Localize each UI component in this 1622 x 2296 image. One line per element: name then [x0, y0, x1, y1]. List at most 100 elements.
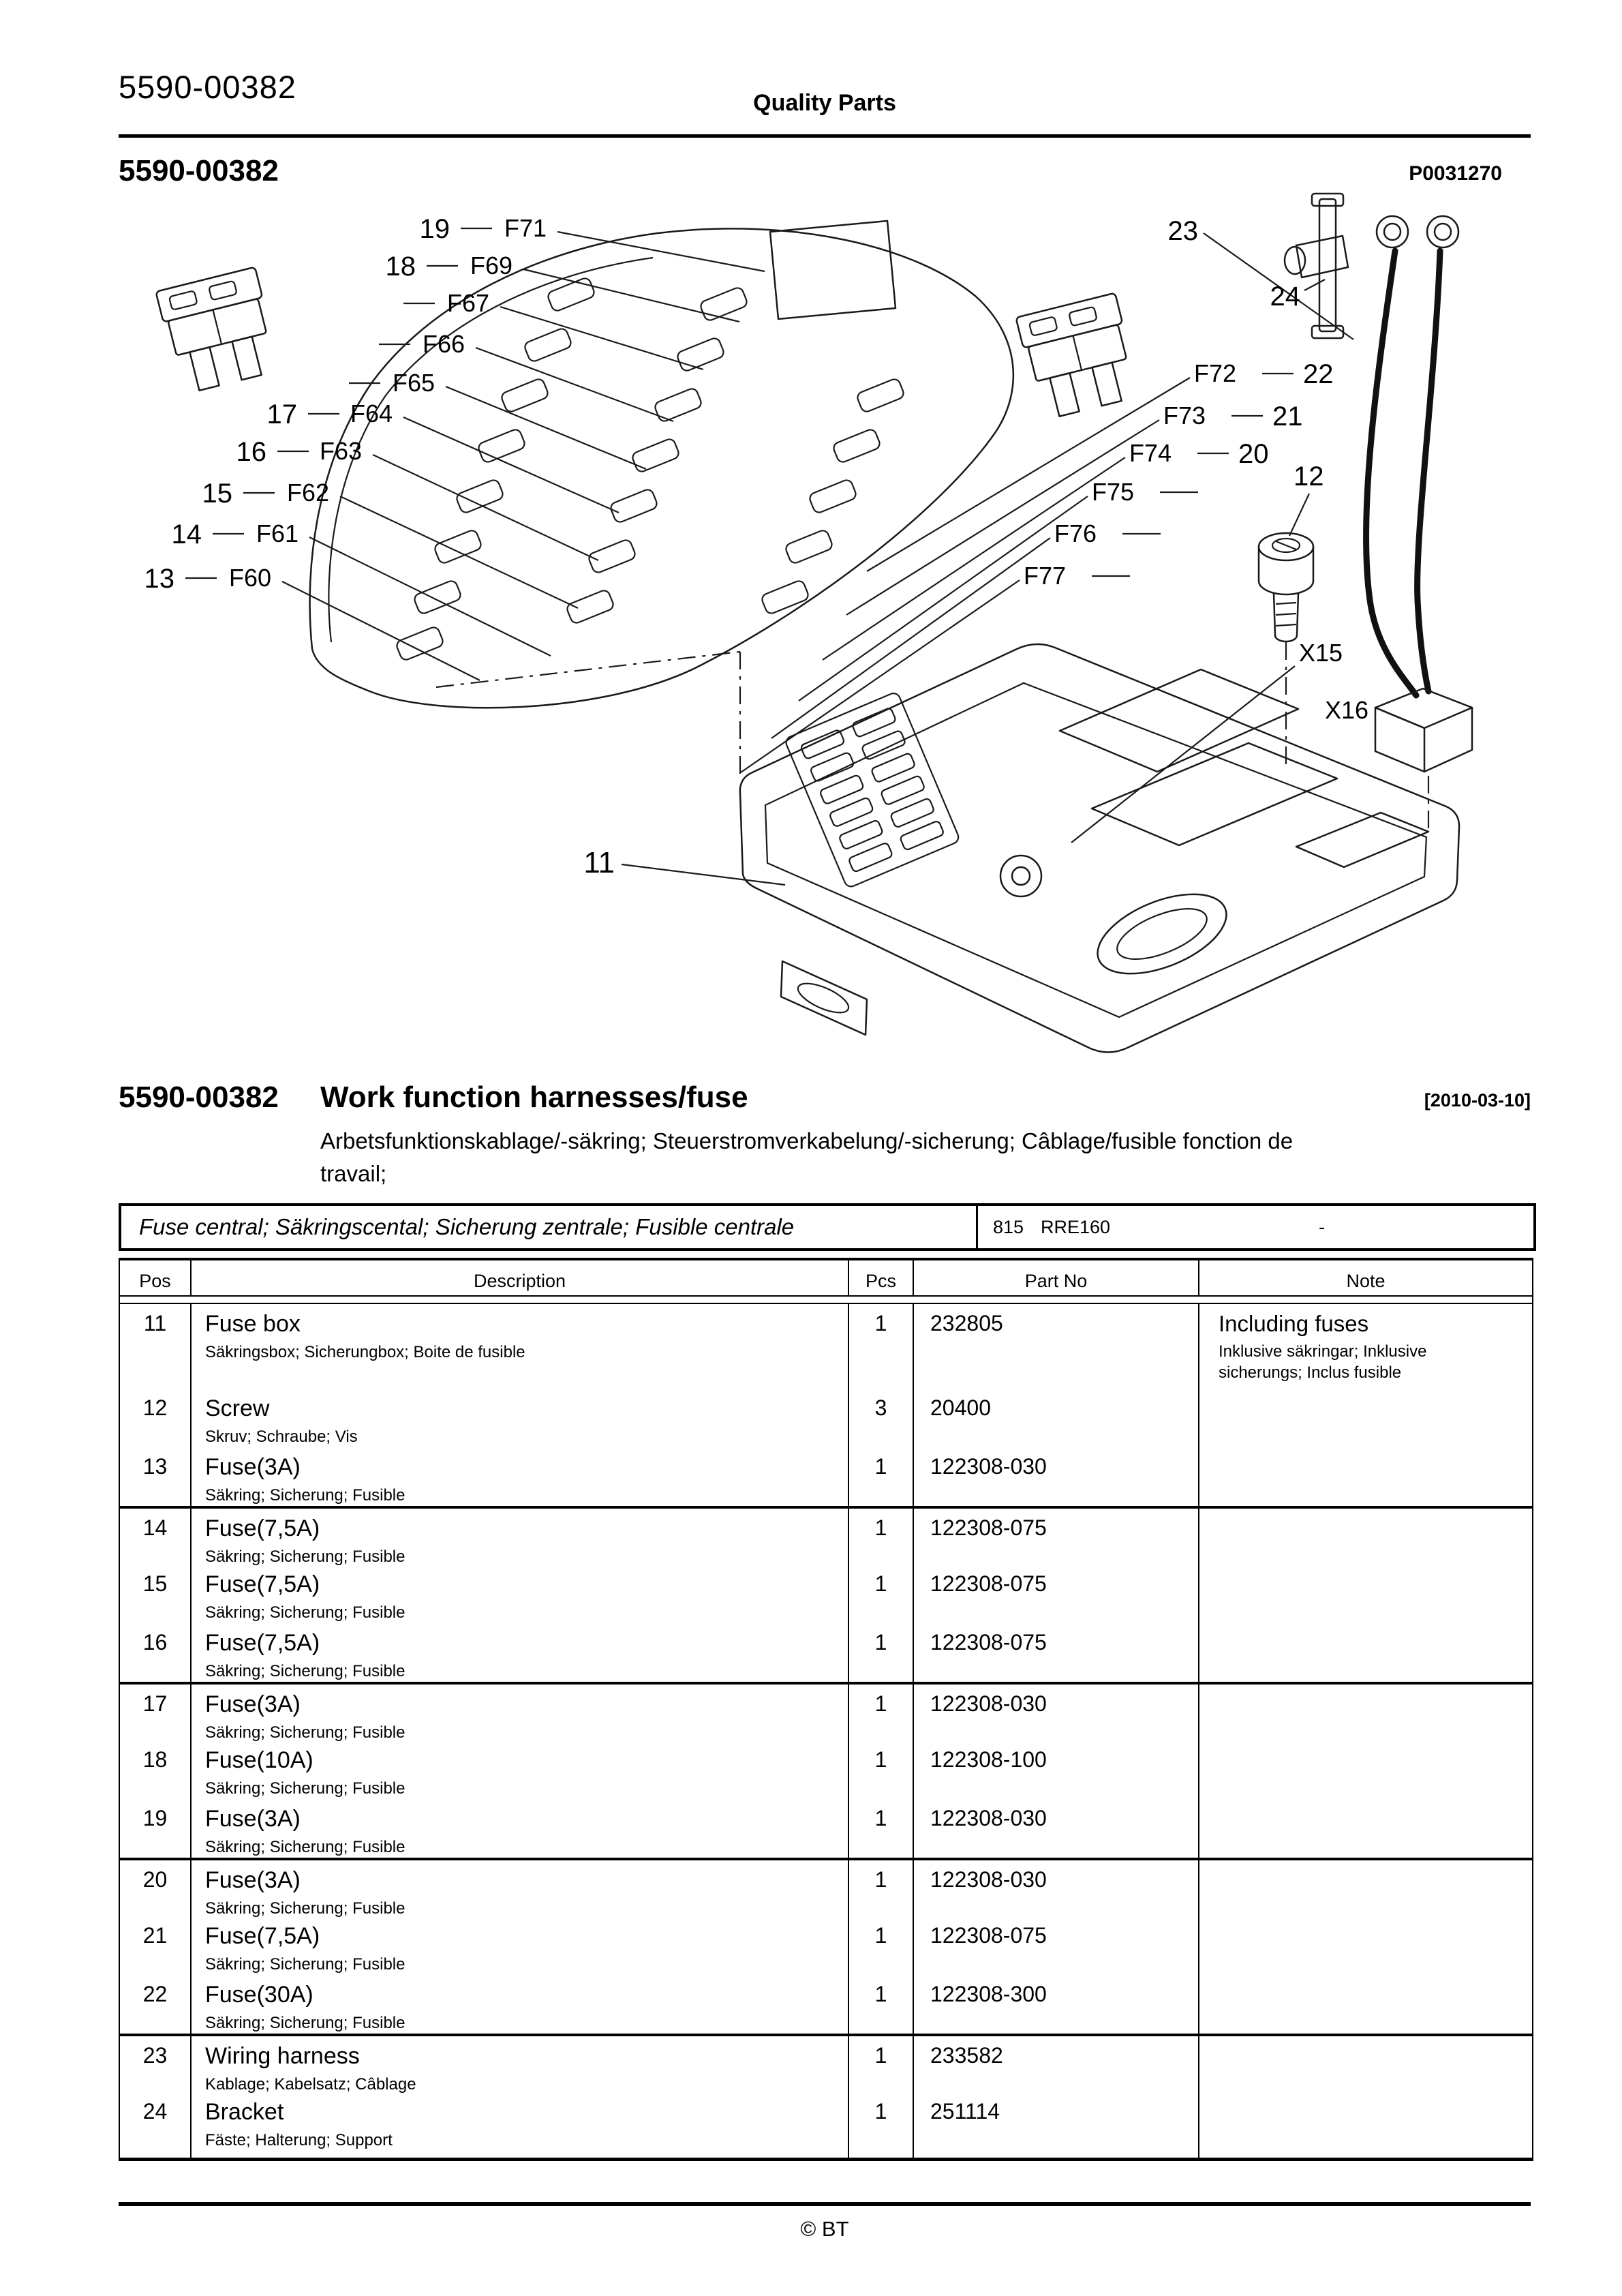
table-cell — [1198, 2092, 1532, 2158]
fuse-slot — [456, 479, 504, 513]
fuse-slot — [396, 626, 444, 661]
table-cell: 122308-300 — [913, 1975, 1198, 2034]
fuse-slot — [566, 590, 614, 624]
table-cell: 122308-030 — [913, 1447, 1198, 1506]
fuse-cover-drawing — [309, 220, 1015, 709]
table-cell: 233582 — [913, 2036, 1198, 2095]
table-cell: 232805 — [913, 1304, 1198, 1389]
fuse-slot — [478, 429, 525, 463]
parts-table-header: Pos Description Pcs Part No Note — [120, 1260, 1532, 1297]
model-name: RRE160 — [1041, 1217, 1111, 1237]
fuse-label: F69 — [470, 252, 512, 280]
table-cell — [1198, 1623, 1532, 1682]
table-cell: 12 — [142, 1395, 168, 1420]
blade-fuse-icon-right — [1015, 292, 1127, 418]
fuse-slot — [414, 580, 461, 614]
table-cell: 122308-030 — [913, 1860, 1198, 1919]
table-cell: 1 — [848, 1740, 913, 1799]
centerline — [435, 650, 741, 689]
callout-number: 15 — [202, 479, 233, 509]
fuse-slot — [610, 489, 658, 523]
connector-label-x15: X15 — [1299, 639, 1343, 667]
mini-fuse — [810, 752, 855, 782]
fuse-slot — [677, 337, 724, 372]
table-cell: 122308-075 — [913, 1509, 1198, 1567]
table-cell: 17 — [142, 1691, 168, 1716]
section-code: 5590-00382 — [119, 1081, 279, 1114]
table-cell: 1 — [848, 1860, 913, 1919]
fuse-label: F76 — [1054, 519, 1097, 547]
table-cell: Fuse(7,5A)Säkring; Sicherung; Fusible — [190, 1509, 848, 1567]
table-cell — [1198, 1389, 1532, 1447]
leader-line — [445, 385, 647, 470]
table-cell: 1 — [848, 1447, 913, 1506]
table-cell — [1198, 1685, 1532, 1743]
connector-label-x16: X16 — [1325, 696, 1368, 724]
table-cell: Fuse(3A)Säkring; Sicherung; Fusible — [190, 1799, 848, 1858]
fuse-label: F77 — [1024, 562, 1066, 590]
screw-drawing — [1257, 532, 1315, 643]
mini-fuse — [890, 798, 934, 828]
table-cell: 1 — [848, 1509, 913, 1567]
fuse-slot — [700, 287, 748, 321]
mini-fuse — [800, 729, 845, 759]
callout-number: 19 — [420, 214, 450, 244]
mini-fuse — [829, 797, 874, 827]
table-cell: 15 — [142, 1571, 168, 1596]
leader-line — [523, 268, 740, 323]
fuse-slot — [632, 438, 679, 472]
group-title: Fuse central; Säkringscental; Sicherung … — [121, 1206, 978, 1248]
callout-11: 11 — [583, 846, 615, 879]
table-cell: 251114 — [913, 2092, 1198, 2158]
mini-fuse — [839, 820, 883, 849]
table-cell: 1 — [848, 1975, 913, 2034]
fuse-slot — [785, 530, 833, 564]
table-cell: 122308-030 — [913, 1799, 1198, 1858]
fuse-label: F61 — [256, 519, 299, 547]
callout-number: 17 — [267, 399, 298, 429]
table-cell: Fuse(7,5A)Säkring; Sicherung; Fusible — [190, 1623, 848, 1682]
table-cell: 24 — [142, 2099, 168, 2124]
fuse-label: F62 — [287, 479, 329, 507]
table-cell: 122308-030 — [913, 1685, 1198, 1743]
table-cell — [1198, 2036, 1532, 2095]
callout-number: 22 — [1303, 359, 1334, 389]
fuse-label: F73 — [1163, 402, 1206, 429]
col-header-description: Description — [190, 1260, 848, 1295]
table-cell: Fuse(3A)Säkring; Sicherung; Fusible — [190, 1685, 848, 1743]
fuse-slot — [524, 328, 572, 362]
group-model-cell: 815 RRE160 - — [978, 1206, 1533, 1248]
leader-line — [557, 230, 765, 273]
fuse-slot — [857, 378, 904, 412]
table-cell: 20400 — [913, 1389, 1198, 1447]
leader-line — [309, 537, 551, 656]
blade-fuse-icon-left — [155, 267, 267, 392]
leader-line — [740, 579, 1020, 773]
fuse-slot — [809, 479, 857, 513]
footer-copyright: © BT — [800, 2217, 849, 2241]
mini-fuse — [848, 843, 893, 873]
table-cell — [1198, 1975, 1532, 2034]
fuse-label: F65 — [393, 369, 435, 397]
table-cell: Fuse(7,5A)Säkring; Sicherung; Fusible — [190, 1565, 848, 1623]
table-cell: 16 — [142, 1630, 168, 1655]
fuse-label: F74 — [1129, 439, 1172, 467]
connector-x16-drawing — [1374, 687, 1473, 773]
mini-fuse — [852, 708, 896, 738]
fuse-slot — [434, 530, 482, 564]
fuse-slot — [833, 429, 881, 463]
leader-line — [403, 416, 619, 514]
table-cell: 1 — [848, 1685, 913, 1743]
